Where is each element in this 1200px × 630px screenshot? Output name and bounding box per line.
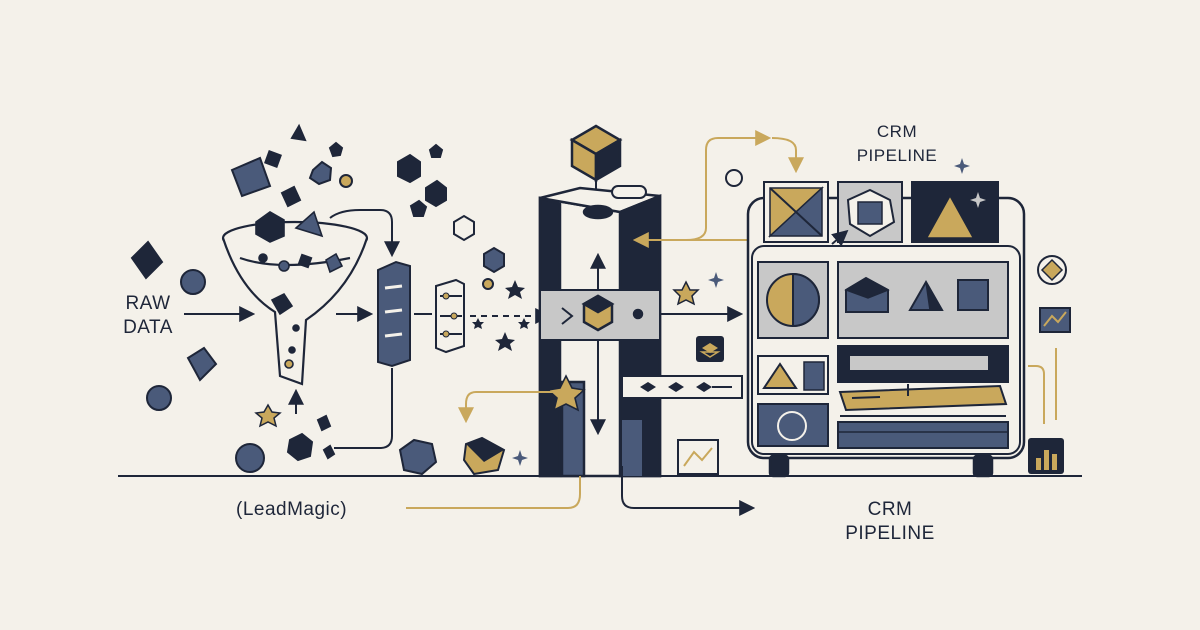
raw-data-label: RAW DATA <box>118 292 178 340</box>
funnel-contents <box>255 210 344 369</box>
tower-roll <box>611 185 647 199</box>
scatter-shape <box>483 246 505 274</box>
sparkle-icon <box>505 280 525 299</box>
layers-icon <box>696 336 724 362</box>
scatter-shape <box>280 185 302 208</box>
ring-dot <box>725 169 743 187</box>
scatter-shape <box>130 240 164 280</box>
scatter-shape <box>180 269 206 295</box>
scatter-shape <box>308 160 333 186</box>
sorter-icon <box>435 278 465 354</box>
scatter-shape <box>425 179 447 208</box>
scatter-shape <box>428 143 444 158</box>
crm-bottom-line-1: CRM <box>867 499 913 520</box>
crm-top-line-1: CRM <box>876 122 918 141</box>
diamond-coin-icon <box>1037 255 1067 285</box>
crm-top-line-2: PIPELINE <box>856 146 938 165</box>
arrow-tower-bottom-out <box>621 466 756 516</box>
trend-chart-icon <box>677 439 719 475</box>
sparkle-icon <box>254 403 282 428</box>
scatter-shape <box>339 174 353 188</box>
scatter-shape <box>316 414 332 432</box>
scatter-shape <box>482 278 494 290</box>
sparkle-icon <box>954 158 970 174</box>
crm-board-icon <box>746 181 1026 478</box>
gold-arrow-down-to-board <box>771 137 804 174</box>
scatter-shape <box>230 156 272 198</box>
scatter-shape <box>453 214 475 242</box>
conveyor-band <box>621 375 743 399</box>
crm-bottom-line-2: PIPELINE <box>845 523 935 544</box>
scatter-shape <box>146 385 172 411</box>
leadmagic-label: (LeadMagic) <box>236 499 348 520</box>
crm-pipeline-label-bottom: CRM PIPELINE <box>820 498 960 546</box>
sparkle-icon <box>472 318 484 329</box>
raw-data-line-1: RAW <box>125 293 171 314</box>
raw-data-line-2: DATA <box>123 317 173 338</box>
hex-block <box>398 438 438 476</box>
bar-chart-icon <box>1028 438 1064 474</box>
crm-pipeline-label-top: CRM PIPELINE <box>842 120 952 168</box>
gold-arrow-side <box>1028 365 1045 424</box>
sparkle-icon <box>495 332 515 351</box>
scatter-shape <box>235 443 265 473</box>
filter-icon <box>377 260 411 368</box>
funnel-icon <box>221 220 369 386</box>
sparkle-icon <box>672 280 700 306</box>
scatter-shape <box>397 153 421 184</box>
scatter-shape <box>264 150 282 168</box>
scatter-shape <box>186 346 218 382</box>
hex-block <box>466 438 504 462</box>
scatter-shape <box>328 141 344 158</box>
processing-tower-icon <box>538 124 662 478</box>
scatter-shape <box>322 444 336 460</box>
arrow-loop-top <box>329 209 400 258</box>
sparkle-icon <box>512 450 528 466</box>
raw-data-shapes <box>130 123 505 473</box>
gold-arrow-underline <box>406 476 581 509</box>
box-chart-icon <box>1039 307 1071 333</box>
sparkle-icon <box>708 272 724 288</box>
arrow-loop-bottom <box>334 368 393 449</box>
gold-arrow-back <box>458 391 580 424</box>
scatter-shape <box>290 123 307 142</box>
scatter-shape <box>286 432 314 462</box>
scatter-shape <box>409 199 428 217</box>
sparkle-icon <box>518 318 530 329</box>
